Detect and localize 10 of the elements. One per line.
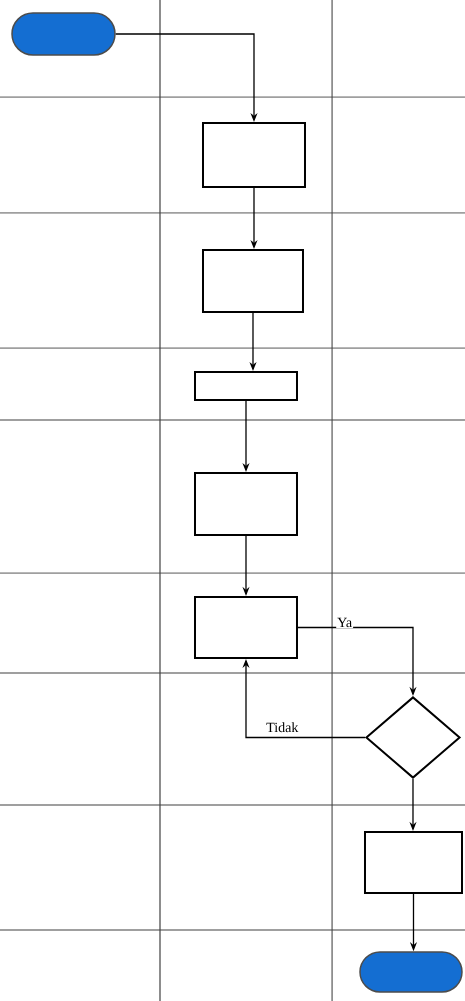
process-box <box>202 122 306 188</box>
process-box <box>364 831 463 894</box>
process-box <box>194 472 298 536</box>
process-box <box>202 249 304 313</box>
process-box <box>194 596 298 659</box>
edge-label: Tidak <box>265 721 300 734</box>
terminal <box>359 951 463 993</box>
process-box <box>194 371 298 401</box>
terminal <box>11 12 116 56</box>
edge-label: Ya <box>336 616 354 629</box>
